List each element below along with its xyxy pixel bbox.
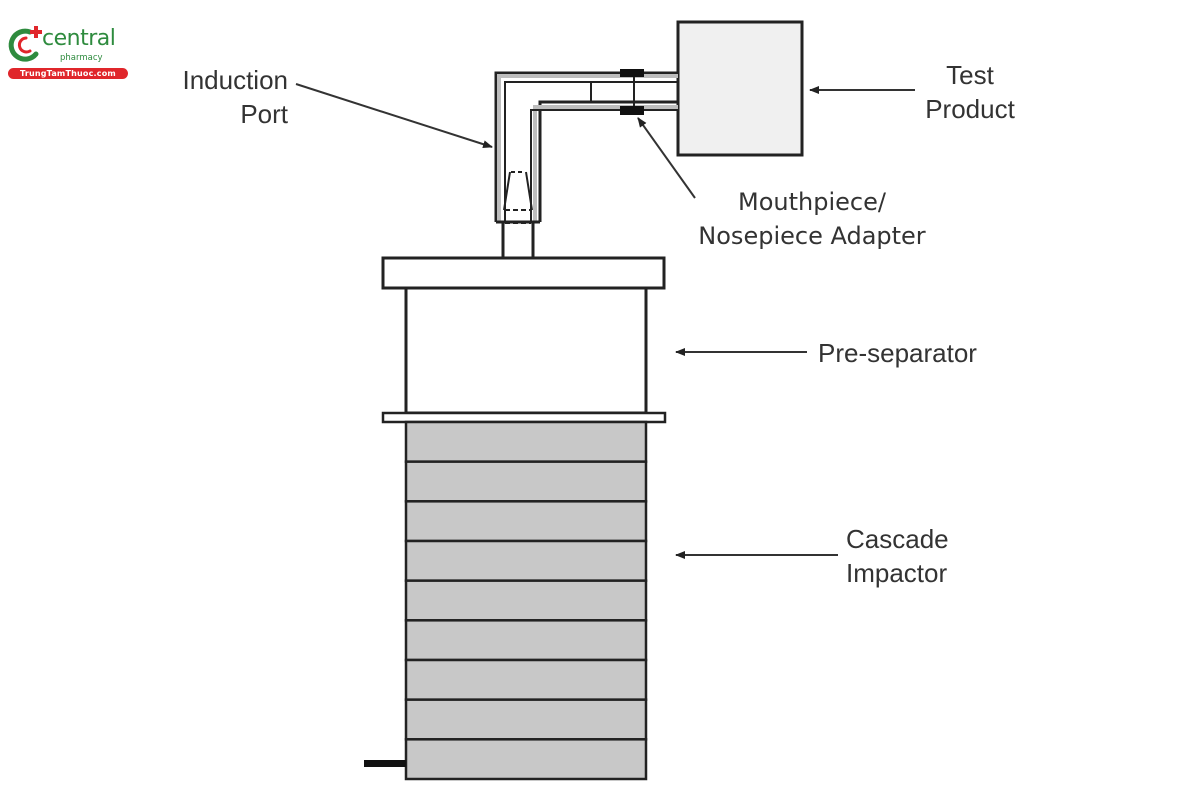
logo-site-badge[interactable]: TrungTamThuoc.com <box>8 68 128 79</box>
adapter-clamp-top <box>620 69 644 77</box>
pre-separator-flange <box>381 411 667 424</box>
impactor-stage-7 <box>404 658 648 701</box>
impactor-stage-5 <box>404 579 648 622</box>
induction-port <box>494 71 678 258</box>
adapter-clamp-bottom <box>620 106 644 115</box>
logo-sub-text: pharmacy <box>60 53 103 63</box>
cascade-impactor <box>404 420 648 781</box>
impactor-stage-2 <box>404 460 648 503</box>
label-cascade-impactor-line1: Cascade <box>846 524 949 554</box>
label-induction-port-line1: Induction <box>182 65 288 95</box>
logo-c-cross-icon <box>8 26 42 62</box>
pre-separator-lid <box>381 256 666 290</box>
label-induction-port-line2: Port <box>240 99 288 129</box>
label-pre-separator: Pre-separator <box>818 338 977 368</box>
label-induction-port: Induction Port <box>162 63 288 131</box>
pre-separator-body <box>404 286 648 415</box>
label-adapter: Mouthpiece/ Nosepiece Adapter <box>667 185 957 253</box>
central-pharmacy-logo: central pharmacy TrungTamThuoc.com <box>6 24 130 82</box>
label-test-product: Test Product <box>905 58 1035 126</box>
label-cascade-impactor-line2: Impactor <box>846 558 948 588</box>
label-test-product-line1: Test <box>946 60 994 90</box>
logo-brand-text: central <box>42 26 116 51</box>
label-adapter-line2: Nosepiece Adapter <box>698 222 926 250</box>
impactor-stage-6 <box>404 619 648 662</box>
induction-port-arrow <box>295 83 493 149</box>
impactor-outlet-pipe <box>364 760 406 767</box>
test-product-box <box>676 20 804 157</box>
label-test-product-line2: Product <box>925 94 1015 124</box>
label-cascade-impactor: Cascade Impactor <box>846 522 949 590</box>
impactor-stage-9 <box>404 738 648 781</box>
impactor-stage-3 <box>404 500 648 543</box>
impactor-stage-4 <box>404 539 648 582</box>
impactor-stage-1 <box>404 420 648 463</box>
adapter-arrow <box>637 117 696 199</box>
impactor-stage-8 <box>404 698 648 741</box>
label-adapter-line1: Mouthpiece/ <box>738 188 886 216</box>
